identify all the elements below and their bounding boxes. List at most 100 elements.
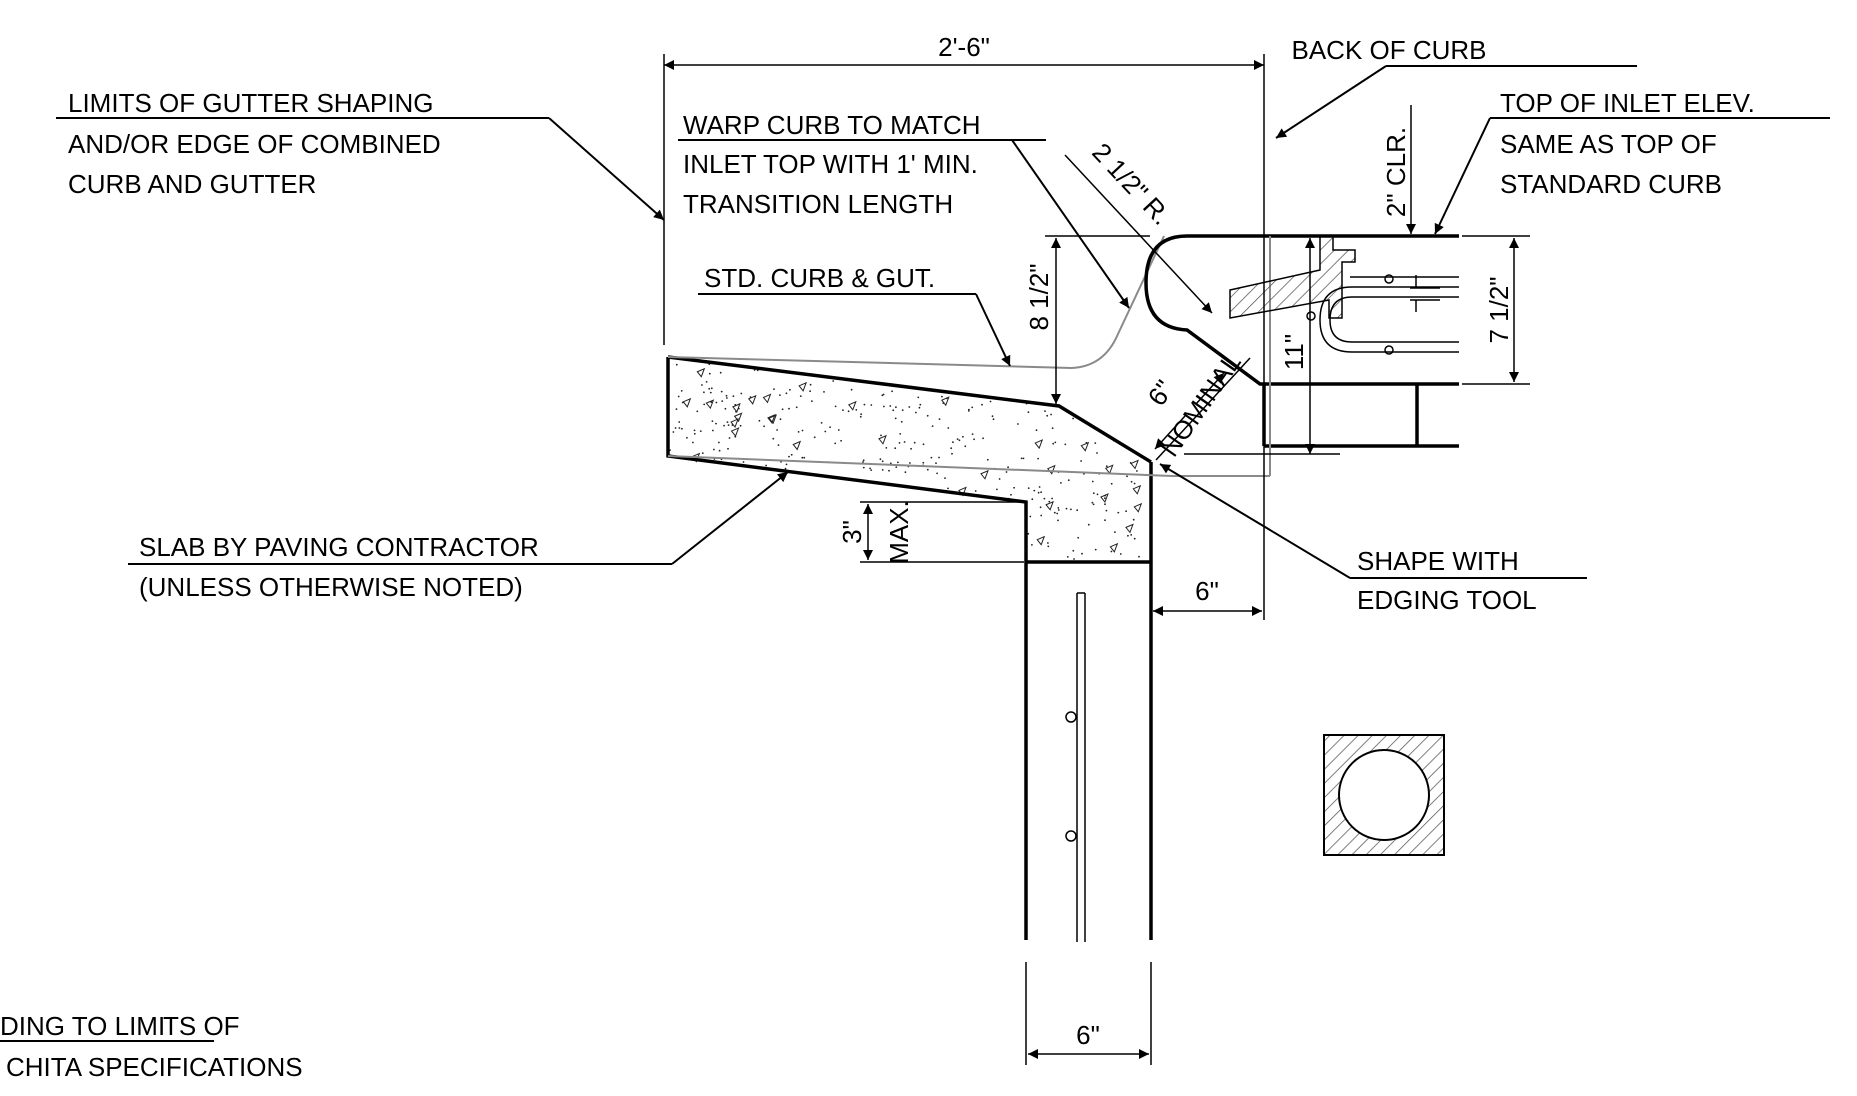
stipple-dot [681,427,683,430]
stipple-dot [680,390,683,392]
dim-max: 3" MAX. [837,500,1024,564]
stipple-dot [881,469,884,471]
stipple-dot [785,392,788,395]
stipple-dot [901,409,904,411]
stipple-dot [1051,497,1053,500]
stipple-dot [788,407,790,410]
stipple-triangle [732,402,741,413]
stipple-dot [1054,441,1057,444]
stipple-triangle [682,397,692,408]
stipple-dot [1076,509,1079,512]
limits-line3: CURB AND GUTTER [68,169,316,199]
stipple-triangle [1045,500,1054,511]
stipple-dot [720,390,723,393]
stipple-dot [971,406,974,409]
stipple-dot [795,406,798,409]
stipple-dot [931,425,934,427]
stipple-dot [870,469,873,471]
limits-line1: LIMITS OF GUTTER SHAPING [68,88,433,118]
label-warp-curb: WARP CURB TO MATCH INLET TOP WITH 1' MIN… [678,110,1130,309]
dim-top-width-label: 2'-6" [938,32,990,62]
stipple-dot [1096,493,1099,496]
stipple-dot [834,405,837,408]
stipple-dot [809,383,812,386]
stipple-dot [1051,427,1054,430]
stipple-dot [1065,507,1068,510]
stipple-dot [1031,544,1033,546]
stipple-dot [863,403,866,406]
stipple-dot [895,406,897,409]
stipple-dot [1022,457,1025,460]
stipple-dot [1044,410,1046,412]
stipple-dot [675,408,678,410]
stipple-dot [917,396,920,399]
shape-line1: SHAPE WITH [1357,546,1519,576]
stipple-dot [674,427,677,429]
dim-depth-label: 11" [1279,334,1309,370]
stipple-dot [1081,552,1083,555]
stipple-dot [986,458,989,461]
stipple-dot [772,437,775,440]
stipple-dot [903,441,906,443]
stipple-dot [847,410,850,413]
stipple-triangle [705,399,715,410]
warp-line3: TRANSITION LENGTH [683,189,953,219]
stipple-dot [938,456,940,459]
top-inlet-line3: STANDARD CURB [1500,169,1722,199]
stipple-dot [1138,555,1140,558]
stipple-triangle [1125,523,1134,534]
stipple-dot [968,408,970,411]
stipple-dot [727,424,730,426]
stipple-dot [1130,480,1133,483]
stipple-dot [742,461,745,463]
stipple-triangle [1104,464,1114,475]
stipple-dot [1013,486,1015,489]
stipple-dot [779,394,781,396]
stipple-dot [723,424,725,427]
stipple-dot [829,426,831,428]
stipple-dot [672,431,675,433]
stipple-dot [1080,460,1082,462]
stipple-dot [860,413,862,416]
stipple-triangle [1133,502,1143,513]
stipple-dot [1035,429,1038,432]
stipple-dot [1027,487,1030,489]
stipple-triangle [1100,493,1109,504]
stipple-dot [899,433,902,435]
stipple-dot [781,408,784,411]
stipple-dot [935,462,937,464]
stipple-dot [881,394,884,397]
stipple-dot [996,488,998,491]
stipple-triangle [696,367,706,378]
stipple-dot [678,421,681,423]
stipple-dot [1119,553,1122,555]
stipple-dot [801,429,804,432]
stipple-dot [790,453,793,456]
stipple-dot [952,441,954,444]
stipple-dot [1046,414,1049,417]
stipple-dot [964,445,967,448]
dim-radius: 2 1/2" R. [1064,137,1213,314]
stipple-dot [779,418,782,421]
stipple-triangle [1132,484,1142,495]
stipple-dot [1033,489,1036,492]
stipple-dot [726,421,729,423]
dim-clearance: 2" CLR. [1381,105,1440,312]
stipple-dot [726,397,728,399]
warp-line1: WARP CURB TO MATCH [683,110,981,140]
stipple-dot [1056,512,1059,515]
stipple-dot [765,464,767,467]
stipple-dot [727,447,729,450]
stipple-dot [883,405,885,408]
stipple-dot [889,405,892,407]
stipple-triangle [878,434,887,445]
stipple-dot [947,487,949,490]
stipple-dot [696,410,699,413]
stipple-dot [1091,501,1094,504]
concrete-stipple [669,363,1143,560]
stipple-dot [1057,519,1059,522]
stipple-dot [1127,534,1129,537]
stipple-dot [1047,542,1049,544]
stipple-dot [855,409,858,411]
stipple-dot [728,437,731,439]
